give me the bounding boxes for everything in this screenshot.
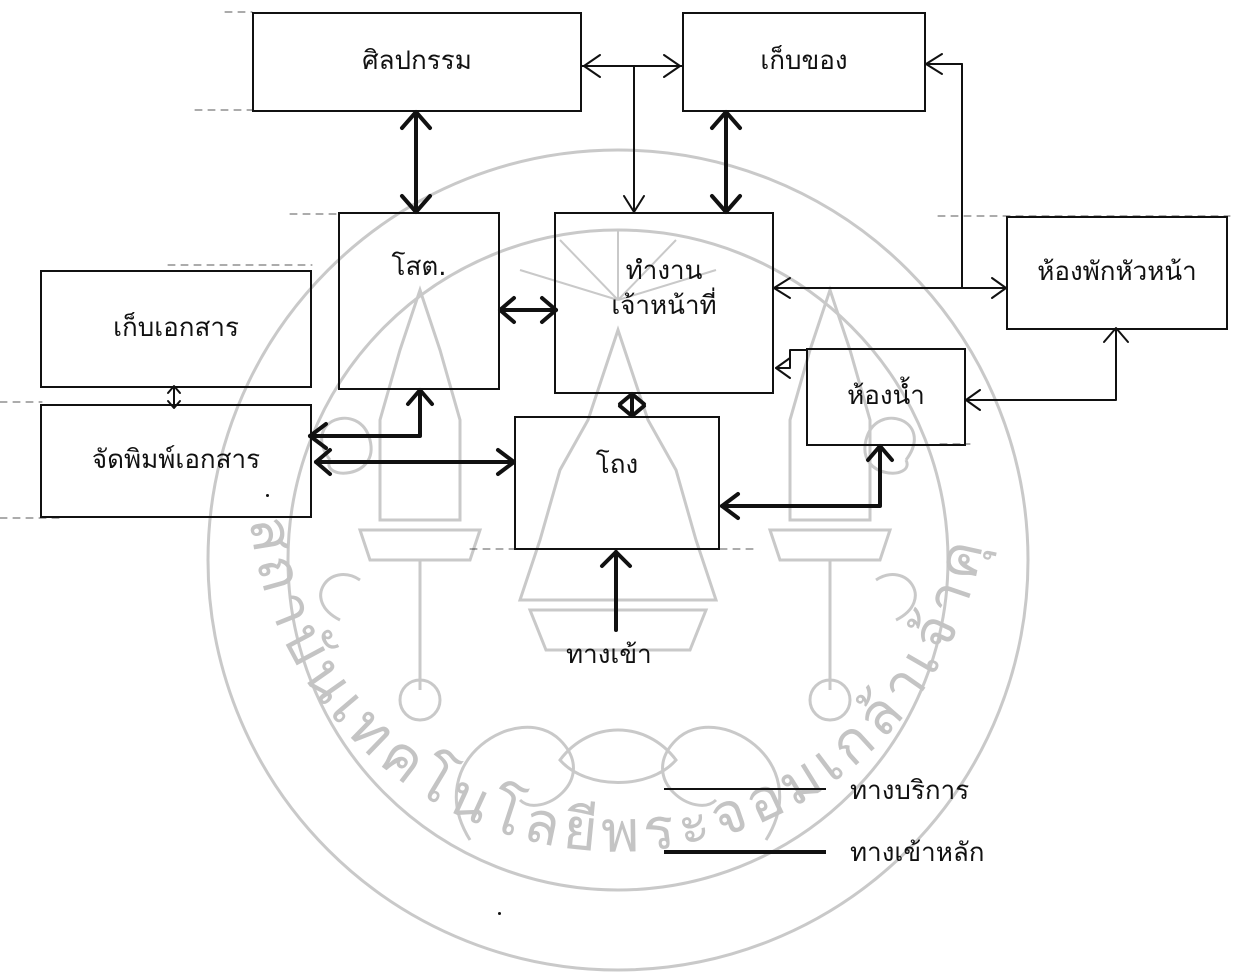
room-printing-label: จัดพิมพ์เอกสาร	[91, 445, 261, 476]
room-restroom-label: ห้องน้ำ	[847, 381, 925, 412]
entrance-label: ทางเข้า	[566, 640, 652, 670]
room-printing: จัดพิมพ์เอกสาร	[40, 404, 312, 518]
room-hall-label: โถง	[595, 450, 639, 480]
room-storage: เก็บของ	[682, 12, 926, 112]
room-art: ศิลปกรรม	[252, 12, 582, 112]
room-restroom: ห้องน้ำ	[806, 348, 966, 446]
room-art-label: ศิลปกรรม	[362, 46, 472, 77]
room-secretary-label: โสต.	[391, 252, 447, 282]
room-documents: เก็บเอกสาร	[40, 270, 312, 388]
room-staff-label-line2: เจ้าหน้าที่	[611, 291, 717, 322]
scan-dot	[498, 912, 501, 915]
room-head-office-label: ห้องพักหัวหน้า	[1037, 257, 1197, 288]
legend-service-line	[664, 788, 826, 790]
room-hall: โถง	[514, 416, 720, 550]
room-head-office: ห้องพักหัวหน้า	[1006, 216, 1228, 330]
legend-main-line	[664, 850, 826, 854]
room-storage-label: เก็บของ	[760, 46, 848, 77]
room-secretary: โสต.	[338, 212, 500, 390]
scan-dot	[266, 494, 269, 497]
room-staff: ทำงาน เจ้าหน้าที่	[554, 212, 774, 394]
room-staff-label-line1: ทำงาน	[625, 256, 703, 286]
room-documents-label: เก็บเอกสาร	[113, 313, 239, 344]
legend-main-label: ทางเข้าหลัก	[850, 838, 985, 868]
legend-service-label: ทางบริการ	[850, 776, 970, 806]
